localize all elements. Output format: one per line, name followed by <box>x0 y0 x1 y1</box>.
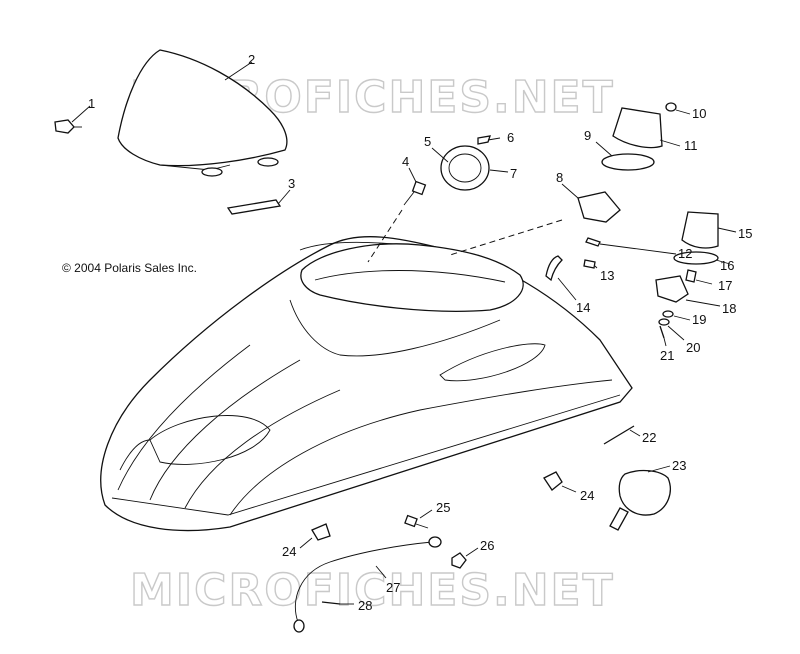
hood <box>100 236 633 532</box>
part-4-clip <box>367 167 427 263</box>
part-15-gauge <box>681 211 737 249</box>
callout-27: 27 <box>386 580 400 595</box>
part-14-sensor <box>545 255 577 301</box>
part-18-housing <box>655 275 721 307</box>
callout-20: 20 <box>686 340 700 355</box>
callout-28: 28 <box>358 598 372 613</box>
part-19-spring <box>662 310 691 321</box>
callout-17: 17 <box>718 278 732 293</box>
callout-10: 10 <box>692 106 706 121</box>
callout-15: 15 <box>738 226 752 241</box>
part-9-lens <box>595 141 655 171</box>
callout-6: 6 <box>507 130 514 145</box>
part-23-mirror <box>609 465 671 531</box>
callout-2: 2 <box>248 52 255 67</box>
callout-18: 18 <box>722 301 736 316</box>
part-22-pin <box>603 425 641 445</box>
callout-22: 22 <box>642 430 656 445</box>
callout-5: 5 <box>424 134 431 149</box>
callouts: 1 2 3 4 5 6 7 8 9 10 11 12 13 14 15 16 1… <box>88 52 752 613</box>
callout-16: 16 <box>720 258 734 273</box>
part-28-pin <box>321 601 354 605</box>
callout-24-right: 24 <box>580 488 594 503</box>
part-24-grommet-right <box>543 471 577 493</box>
part-8-housing <box>449 183 621 256</box>
part-24-grommet-left <box>299 523 331 549</box>
callout-8: 8 <box>556 170 563 185</box>
copyright-notice: © 2004 Polaris Sales Inc. <box>62 261 197 275</box>
part-13-fitting <box>583 259 598 269</box>
part-25-bolt <box>404 509 433 529</box>
part-17-screw <box>685 269 713 285</box>
part-27-cable <box>293 536 442 633</box>
callout-14: 14 <box>576 300 590 315</box>
part-21-pin <box>659 325 667 347</box>
part-2-windshield <box>117 49 288 177</box>
callout-12: 12 <box>678 246 692 261</box>
part-7-gauge-bracket <box>431 135 509 191</box>
callout-26: 26 <box>480 538 494 553</box>
callout-11: 11 <box>684 138 698 153</box>
watermark-bottom: MICROFICHES.NET <box>130 565 615 616</box>
callout-4: 4 <box>402 154 409 169</box>
part-3-strap <box>226 189 291 215</box>
part-26-nut <box>451 547 479 569</box>
part-11-gauge <box>612 102 691 149</box>
part-20-ring <box>658 318 685 341</box>
callout-1: 1 <box>88 96 95 111</box>
callout-21: 21 <box>660 348 674 363</box>
callout-24-left: 24 <box>282 544 296 559</box>
callout-7: 7 <box>510 166 517 181</box>
callout-25: 25 <box>436 500 450 515</box>
callout-9: 9 <box>584 128 591 143</box>
callout-19: 19 <box>692 312 706 327</box>
callout-3: 3 <box>288 176 295 191</box>
callout-23: 23 <box>672 458 686 473</box>
part-12-fitting <box>585 237 677 255</box>
part-1-screw <box>54 105 91 134</box>
hood-windshield <box>289 243 524 357</box>
part-16-lens <box>673 251 731 265</box>
callout-13: 13 <box>600 268 614 283</box>
